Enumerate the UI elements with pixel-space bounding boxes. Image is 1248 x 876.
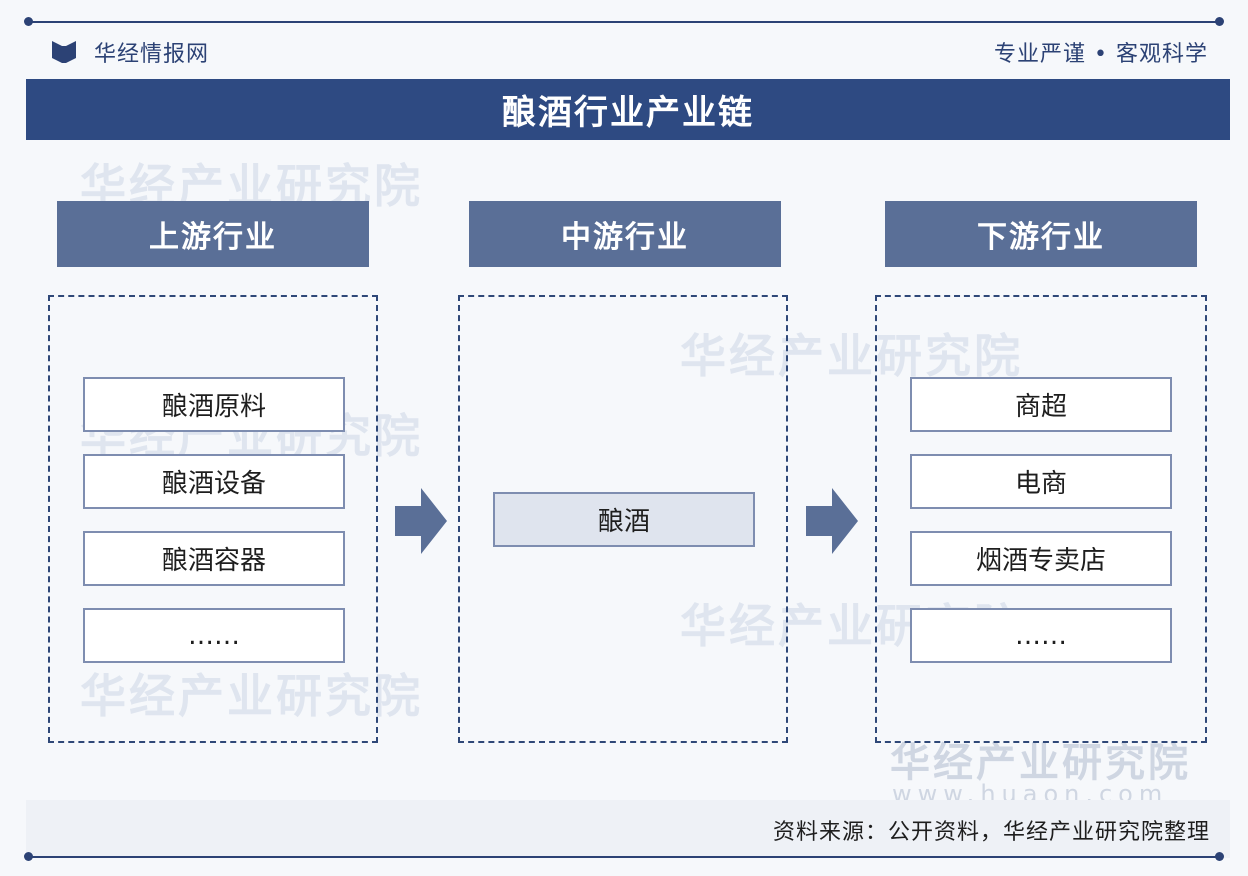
midstream-item: 酿酒: [493, 492, 755, 547]
flow-arrow-icon: [806, 488, 858, 554]
downstream-panel: [875, 295, 1207, 743]
downstream-item: ……: [910, 608, 1172, 663]
midstream-panel: [458, 295, 788, 743]
downstream-item: 电商: [910, 454, 1172, 509]
page-title: 酿酒行业产业链: [26, 79, 1230, 140]
brand-mark-icon: [52, 41, 76, 63]
watermark-text: 华经产业研究院: [680, 329, 1023, 383]
upstream-item: 酿酒容器: [83, 531, 345, 586]
upstream-item: ……: [83, 608, 345, 663]
watermark-text: 华经产业研究院: [80, 669, 423, 723]
upstream-panel: [48, 295, 378, 743]
slogan: 专业严谨 • 客观科学: [994, 42, 1208, 67]
footer-bar: [26, 800, 1230, 858]
stage-header-downstream: 下游行业: [885, 201, 1197, 267]
upstream-item: 酿酒设备: [83, 454, 345, 509]
downstream-item: 烟酒专卖店: [910, 531, 1172, 586]
source-note: 资料来源：公开资料，华经产业研究院整理: [772, 820, 1210, 845]
downstream-item: 商超: [910, 377, 1172, 432]
upstream-item: 酿酒原料: [83, 377, 345, 432]
top-rule: [24, 17, 1224, 26]
flow-arrow-icon: [395, 488, 447, 554]
stage-header-midstream: 中游行业: [469, 201, 781, 267]
brand-name: 华经情报网: [94, 42, 210, 67]
stage-header-upstream: 上游行业: [57, 201, 369, 267]
brand-logo: 华经情报网: [50, 36, 209, 68]
watermark-text: 华经产业研究院: [890, 740, 1191, 786]
bottom-rule: [24, 852, 1224, 861]
